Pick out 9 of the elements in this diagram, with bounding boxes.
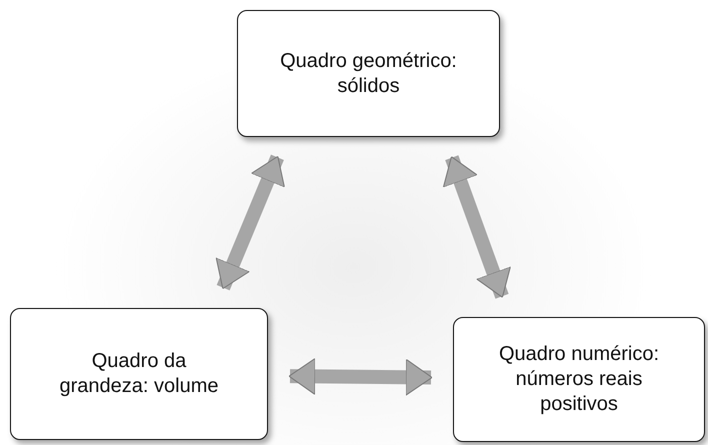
double-arrow: [442, 155, 511, 299]
double-arrow: [216, 154, 285, 290]
concept-box: [237, 10, 500, 137]
double-arrow: [288, 358, 432, 396]
box-label: Quadro numérico: números reais positivos: [498, 342, 660, 417]
concept-box: [453, 317, 705, 442]
box-label: Quadro da grandeza: volume: [58, 349, 220, 399]
box-label: Quadro geométrico: sólidos: [279, 48, 458, 98]
concept-box: [10, 308, 268, 440]
